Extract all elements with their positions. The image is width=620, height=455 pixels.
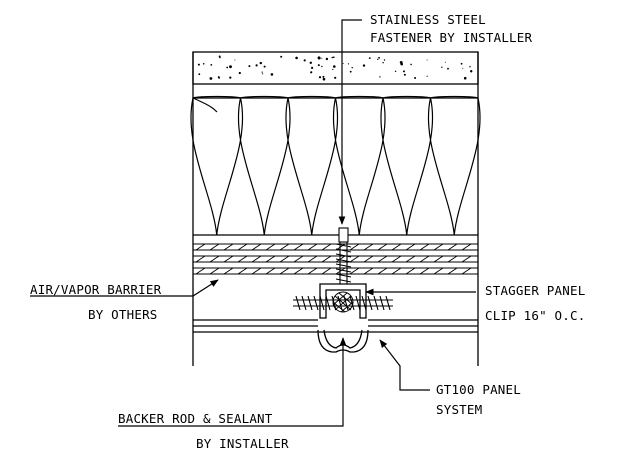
backer-label-line2: BY INSTALLER: [196, 436, 289, 451]
concrete-speckle: [197, 63, 200, 66]
concrete-speckle: [342, 63, 344, 65]
horizontal-screw: [293, 295, 393, 311]
concrete-speckle: [310, 71, 313, 74]
concrete-speckle: [248, 65, 251, 68]
panel-system: [193, 319, 478, 333]
concrete-speckle: [334, 76, 337, 79]
concrete-speckle: [218, 77, 220, 79]
concrete-speckle: [270, 73, 274, 76]
concrete-speckle: [321, 65, 323, 68]
concrete-speckle: [318, 76, 322, 79]
barrier-label-line1: AIR/VAPOR BARRIER: [30, 282, 162, 297]
concrete-speckle: [383, 59, 386, 61]
concrete-speckle: [362, 64, 366, 67]
concrete-speckle: [470, 71, 472, 73]
concrete-speckle: [259, 61, 262, 65]
concrete-speckle: [234, 59, 236, 61]
fastener-label-line1: STAINLESS STEEL: [370, 12, 486, 27]
concrete-speckle: [325, 57, 329, 61]
wall-outline: [192, 52, 479, 366]
concrete-speckle: [333, 65, 336, 68]
concrete-speckle: [317, 56, 321, 60]
concrete-speckle: [441, 66, 443, 69]
backer-label-line1: BACKER ROD & SEALANT: [118, 411, 273, 426]
concrete-speckle: [261, 71, 263, 73]
concrete-speckle: [347, 63, 350, 65]
concrete-speckle: [394, 70, 397, 73]
stainless-steel-fastener: [335, 227, 352, 285]
concrete-speckle: [426, 59, 428, 61]
sheathing-layers: [193, 243, 478, 275]
concrete-speckle: [209, 77, 213, 80]
concrete-speckle: [226, 66, 229, 69]
concrete-speckle: [410, 63, 412, 66]
concrete-speckle: [309, 61, 312, 64]
clip-label-line2: CLIP 16" O.C.: [485, 308, 585, 323]
concrete-speckle: [229, 76, 232, 79]
panel-label-line1: GT100 PANEL: [436, 382, 521, 397]
concrete-speckle: [426, 75, 428, 77]
clip-label-line1: STAGGER PANEL: [485, 283, 585, 298]
concrete-speckle: [238, 71, 241, 75]
concrete-speckle: [255, 64, 258, 67]
concrete-speckle: [444, 61, 446, 63]
concrete-speckle: [317, 64, 320, 67]
concrete-speckle: [311, 66, 314, 69]
concrete-speckle: [322, 77, 326, 81]
insulation-batts: [190, 95, 481, 236]
concrete-speckle: [331, 56, 334, 59]
concrete-speckle: [229, 65, 232, 69]
concrete-speckle: [351, 67, 353, 69]
concrete-speckle: [202, 63, 205, 65]
concrete-speckle: [332, 68, 334, 71]
concrete-speckle: [349, 70, 352, 73]
concrete-speckle: [460, 62, 463, 65]
concrete-speckle: [414, 77, 417, 79]
concrete-speckle: [322, 75, 325, 78]
concrete-speckle: [262, 73, 264, 75]
concrete-speckle: [463, 76, 467, 80]
panel-label-line2: SYSTEM: [436, 402, 482, 417]
concrete-speckle: [210, 64, 213, 66]
concrete-speckle: [382, 62, 384, 64]
concrete-speckle: [377, 58, 379, 60]
concrete-speckle: [469, 66, 471, 68]
concrete-speckle: [295, 56, 298, 60]
barrier-label-line2: BY OTHERS: [88, 307, 158, 322]
concrete-speckle: [280, 55, 283, 58]
concrete-layer: [192, 51, 479, 85]
concrete-speckle: [379, 76, 381, 78]
concrete-speckle: [403, 70, 405, 73]
fastener-label-line2: FASTENER BY INSTALLER: [370, 30, 533, 45]
concrete-speckle: [447, 67, 449, 70]
concrete-speckle: [321, 57, 323, 59]
concrete-speckle: [368, 57, 371, 59]
concrete-speckle: [400, 62, 404, 66]
leader-lines: [30, 19, 476, 427]
concrete-speckle: [263, 65, 266, 68]
concrete-speckle: [219, 56, 221, 59]
concrete-speckle: [333, 56, 335, 58]
concrete-speckle: [378, 56, 380, 59]
concrete-speckle: [303, 59, 306, 62]
concrete-speckle: [403, 73, 406, 76]
concrete-speckle: [462, 67, 464, 69]
concrete-speckle: [198, 73, 201, 76]
